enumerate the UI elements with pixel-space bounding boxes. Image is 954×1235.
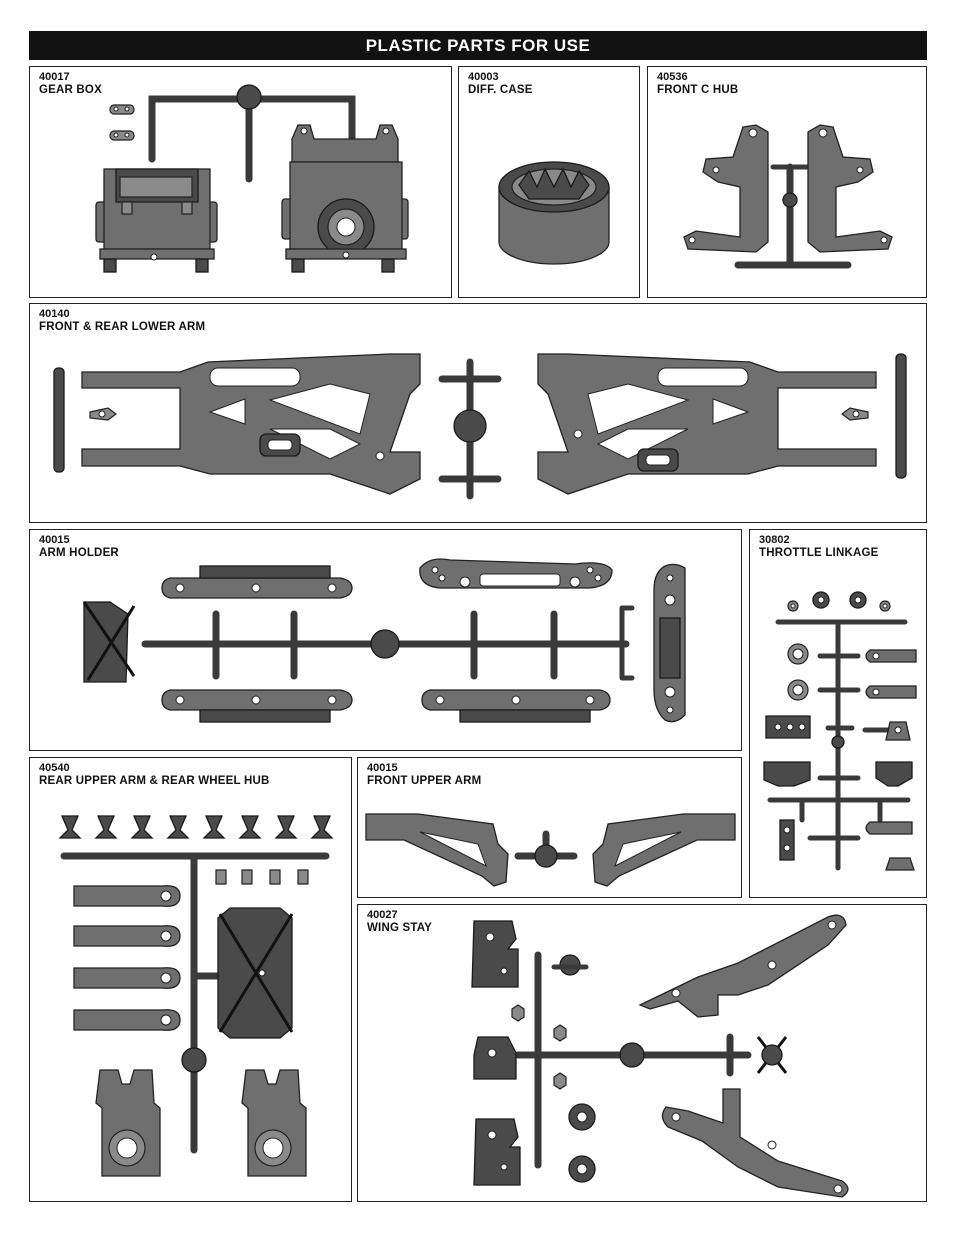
- part-code: 40540: [39, 762, 70, 774]
- panel-throttle-linkage: 30802 THROTTLE LINKAGE: [749, 529, 927, 898]
- arm-holder-illustration: [82, 558, 686, 723]
- rear-upper-arm-illustration: [58, 815, 334, 1177]
- part-code: 40003: [468, 71, 499, 83]
- wing-stay-illustration: [471, 914, 849, 1198]
- part-code: 40015: [39, 534, 70, 546]
- part-name: ARM HOLDER: [39, 547, 119, 559]
- throttle-linkage-illustration: [763, 591, 917, 871]
- diff-case-illustration: [498, 161, 610, 265]
- part-name: FRONT UPPER ARM: [367, 775, 482, 787]
- part-code: 30802: [759, 534, 790, 546]
- part-code: 40015: [367, 762, 398, 774]
- panel-front-c-hub: 40536 FRONT C HUB: [647, 66, 927, 298]
- panel-front-upper-arm: 40015 FRONT UPPER ARM: [357, 757, 742, 898]
- part-code: 40536: [657, 71, 688, 83]
- panel-rear-upper-arm: 40540 REAR UPPER ARM & REAR WHEEL HUB: [29, 757, 352, 1202]
- part-code: 40140: [39, 308, 70, 320]
- panel-diff-case: 40003 DIFF. CASE: [458, 66, 640, 298]
- part-name: FRONT C HUB: [657, 84, 739, 96]
- gear-box-illustration: [95, 84, 409, 273]
- part-name: FRONT & REAR LOWER ARM: [39, 321, 206, 333]
- panel-arm-holder: 40015 ARM HOLDER: [29, 529, 742, 751]
- part-name: GEAR BOX: [39, 84, 102, 96]
- part-name: DIFF. CASE: [468, 84, 533, 96]
- page-title: PLASTIC PARTS FOR USE: [29, 31, 927, 60]
- panel-gear-box: 40017 GEAR BOX: [29, 66, 452, 298]
- part-name: WING STAY: [367, 922, 433, 934]
- part-code: 40027: [367, 909, 398, 921]
- front-c-hub-illustration: [683, 124, 893, 269]
- panel-wing-stay: 40027 WING STAY: [357, 904, 927, 1202]
- lower-arm-illustration: [53, 353, 907, 500]
- part-code: 40017: [39, 71, 70, 83]
- front-upper-arm-illustration: [365, 813, 736, 887]
- part-name: THROTTLE LINKAGE: [759, 547, 879, 559]
- clip-row: [58, 815, 334, 839]
- panel-lower-arm: 40140 FRONT & REAR LOWER ARM: [29, 303, 927, 523]
- part-name: REAR UPPER ARM & REAR WHEEL HUB: [39, 775, 270, 787]
